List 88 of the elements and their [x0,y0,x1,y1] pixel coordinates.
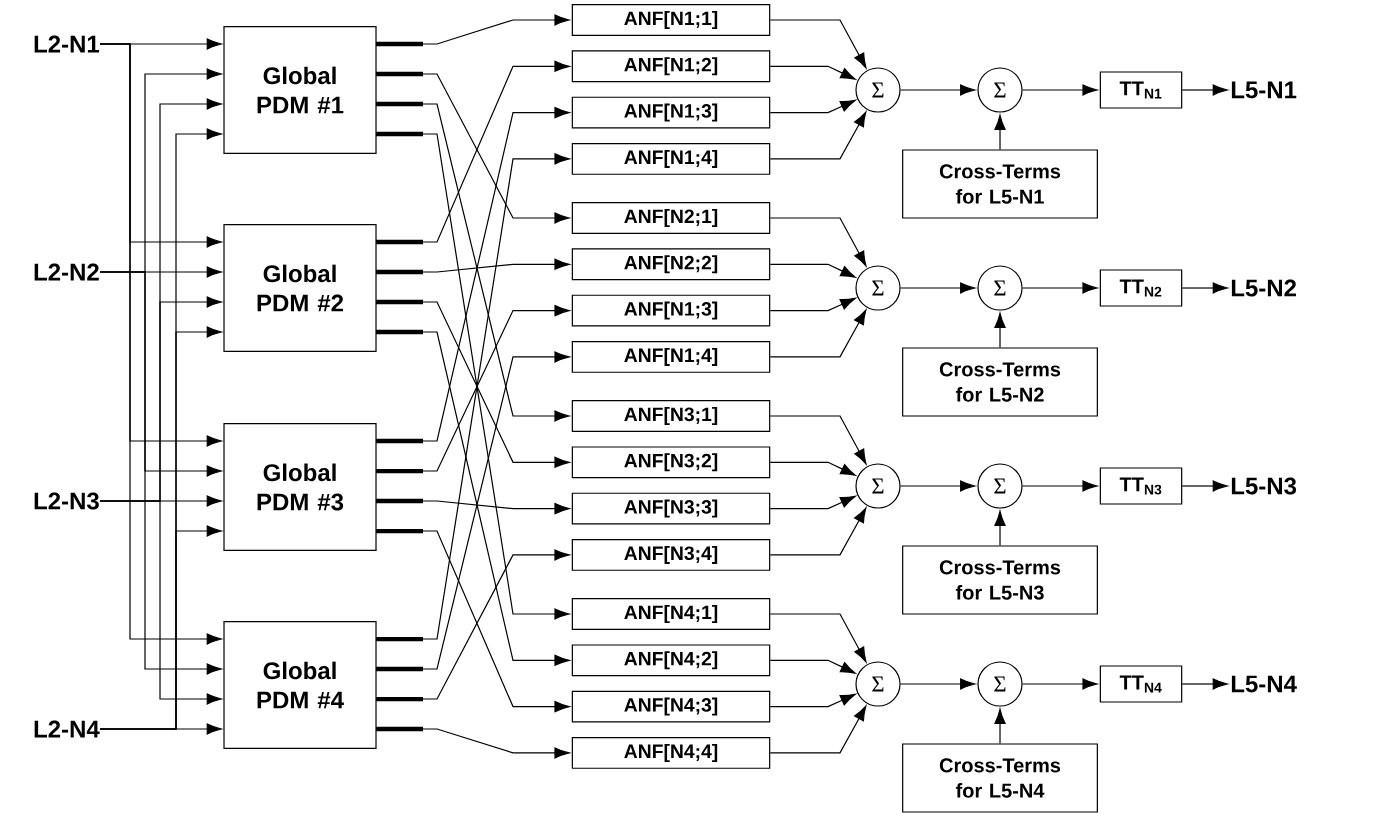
arrow [769,263,856,278]
arrow [769,297,856,312]
filter-box: ANF[N4;4] [571,737,771,769]
arrow [900,678,976,690]
filter-box: ANF[N3;4] [571,539,771,571]
arrow [769,461,856,476]
process-box: Global PDM #2 [223,224,377,352]
process-box: Cross-Terms for L5-N3 [902,545,1098,615]
filter-box: ANF[N2;2] [571,248,771,281]
arrow [375,14,570,47]
filter-box: ANF[N1;4] [571,142,771,175]
filter-box: ANF[N4;2] [571,644,771,677]
arrow [900,282,976,294]
arrow [769,309,867,358]
arrow [99,43,222,645]
summing-junction: Σ [855,265,901,311]
summing-junction: Σ [977,67,1023,113]
arrow [994,510,1006,546]
input-label: L2-N3 [34,492,99,510]
arrow [994,708,1006,744]
arrow [375,549,570,702]
process-box: TT$_{N2}$ [1099,269,1183,307]
summing-junction: Σ [977,265,1023,311]
arrow [769,65,856,80]
output-label: L5-N1 [1231,81,1297,99]
filter-box: ANF[N3;3] [571,492,771,525]
arrow [769,705,867,754]
arrow [375,71,570,224]
arrow [900,480,976,492]
arrow [99,723,222,735]
output-label: L5-N4 [1231,675,1297,693]
arrow [994,114,1006,150]
filter-box: ANF[N1;3] [571,96,771,129]
filter-box: ANF[N4;3] [571,690,771,723]
arrow [1022,678,1098,690]
filter-box: ANF[N2;1] [571,202,771,234]
arrow [1181,282,1228,294]
arrow [375,60,570,245]
output-label: L5-N2 [1231,279,1296,297]
arrow [994,312,1006,348]
filter-box: ANF[N1;3] [571,294,771,327]
arrow [375,528,570,713]
arrow [1022,84,1098,96]
process-box: Cross-Terms for L5-N2 [902,347,1098,417]
summing-junction: Σ [855,661,901,707]
arrow [769,415,867,465]
arrow [1181,84,1228,96]
arrow [1022,480,1098,492]
input-label: L2-N1 [34,35,100,53]
arrow [1181,678,1228,690]
filter-box: ANF[N1;2] [571,50,771,83]
filter-box: ANF[N4;1] [571,598,771,630]
process-box: TT$_{N3}$ [1099,467,1183,505]
arrow [769,217,867,267]
arrow [99,500,222,705]
arrow [769,613,867,663]
arrow [769,19,867,69]
arrow [1181,480,1228,492]
process-box: TT$_{N1}$ [1099,71,1183,109]
arrow [769,693,856,708]
process-box: Cross-Terms for L5-N1 [902,149,1098,219]
process-box: Global PDM #3 [223,423,377,551]
arrow [769,111,867,160]
arrow [769,659,856,674]
process-box: Cross-Terms for L5-N4 [902,743,1098,813]
summing-junction: Σ [977,463,1023,509]
filter-box: ANF[N3;2] [571,446,771,479]
arrow [900,84,976,96]
input-label: L2-N2 [34,263,99,281]
filter-box: ANF[N1;4] [571,340,771,373]
arrow [375,726,570,759]
arrow [769,99,856,114]
process-box: Global PDM #4 [223,621,377,749]
arrow [99,271,222,675]
arrow [769,507,867,556]
summing-junction: Σ [855,67,901,113]
summing-junction: Σ [855,463,901,509]
arrow [375,258,570,275]
arrow [1022,282,1098,294]
filter-box: ANF[N3;1] [571,400,771,432]
input-label: L2-N4 [34,720,100,738]
filter-box: ANF[N1;1] [571,4,771,36]
arrow [375,498,570,515]
arrow [769,495,856,510]
output-label: L5-N3 [1231,477,1297,495]
summing-junction: Σ [977,661,1023,707]
process-box: TT$_{N4}$ [1099,665,1183,703]
process-box: Global PDM #1 [223,26,377,154]
